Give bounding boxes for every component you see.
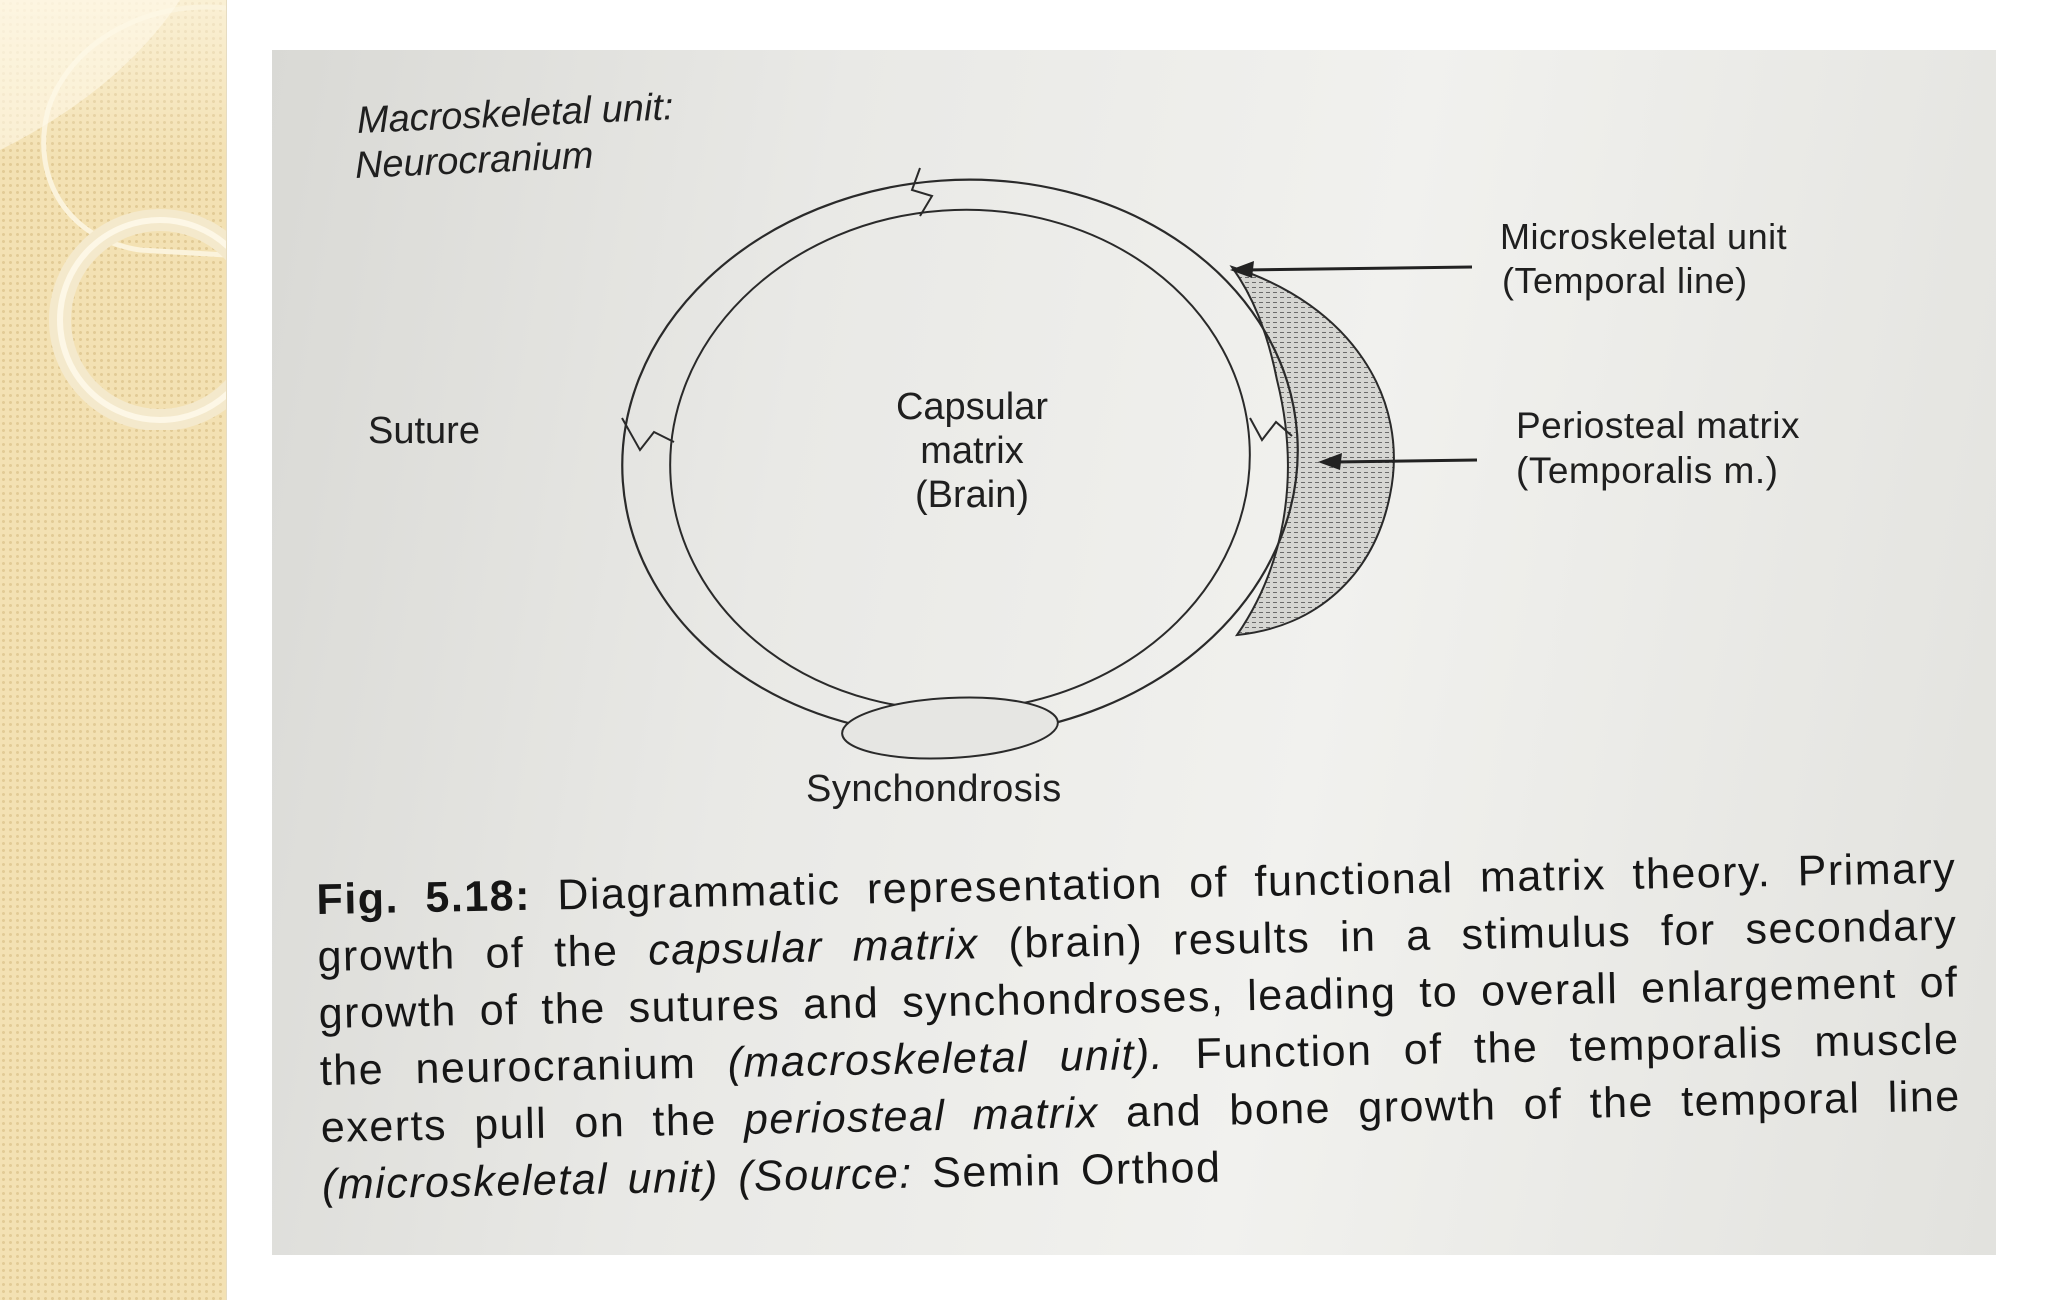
caption-italic-macroskeletal: (macroskeletal unit). <box>727 1030 1165 1088</box>
caption-italic-microskeletal: (microskeletal unit) (Source: <box>321 1149 914 1209</box>
suture-label: Suture <box>368 410 480 452</box>
capsular-label-line1: Capsular <box>895 386 1049 428</box>
decorative-ring-inner <box>57 217 226 423</box>
decorative-highlight <box>0 0 180 150</box>
microskeletal-arrow-head <box>1230 261 1254 278</box>
capsular-label-line3: (Brain) <box>914 474 1030 516</box>
slide-edge <box>226 0 227 1300</box>
caption-italic-periosteal: periosteal matrix <box>743 1089 1100 1144</box>
decorative-rings <box>0 0 226 430</box>
periosteal-matrix-label: Periosteal matrix <box>1516 405 1801 446</box>
temporalis-label: (Temporalis m.) <box>1516 450 1779 491</box>
synchondrosis-shape <box>841 696 1059 760</box>
caption-text-5: Semin Orthod <box>931 1143 1222 1198</box>
left-suture-mark <box>621 417 675 452</box>
temporal-line-label: (Temporal line) <box>1502 260 1748 301</box>
microskeletal-unit-label: Microskeletal unit <box>1500 216 1788 257</box>
caption-text-4: and bone growth of the temporal line <box>1125 1072 1962 1137</box>
capsular-label-line2: matrix <box>920 430 1024 472</box>
functional-matrix-diagram <box>621 167 1478 760</box>
textbook-page: Macroskeletal unit: Neurocranium Microsk… <box>272 50 1996 1255</box>
textbook-photo: Macroskeletal unit: Neurocranium Microsk… <box>272 50 1996 1255</box>
microskeletal-arrow-line <box>1243 265 1473 272</box>
synchondrosis-label: Synchondrosis <box>806 768 1062 810</box>
periosteal-arrow-head <box>1318 453 1342 470</box>
top-suture-mark <box>910 167 934 217</box>
periosteal-matrix-region <box>1229 265 1395 637</box>
periosteal-arrow-line <box>1333 458 1478 464</box>
figure-caption: Fig. 5.18: Diagrammatic representation o… <box>316 841 1962 1214</box>
right-suture-mark <box>1249 417 1293 442</box>
caption-italic-capsular: capsular matrix <box>647 920 980 975</box>
figure-number: Fig. 5.18: <box>316 871 532 924</box>
